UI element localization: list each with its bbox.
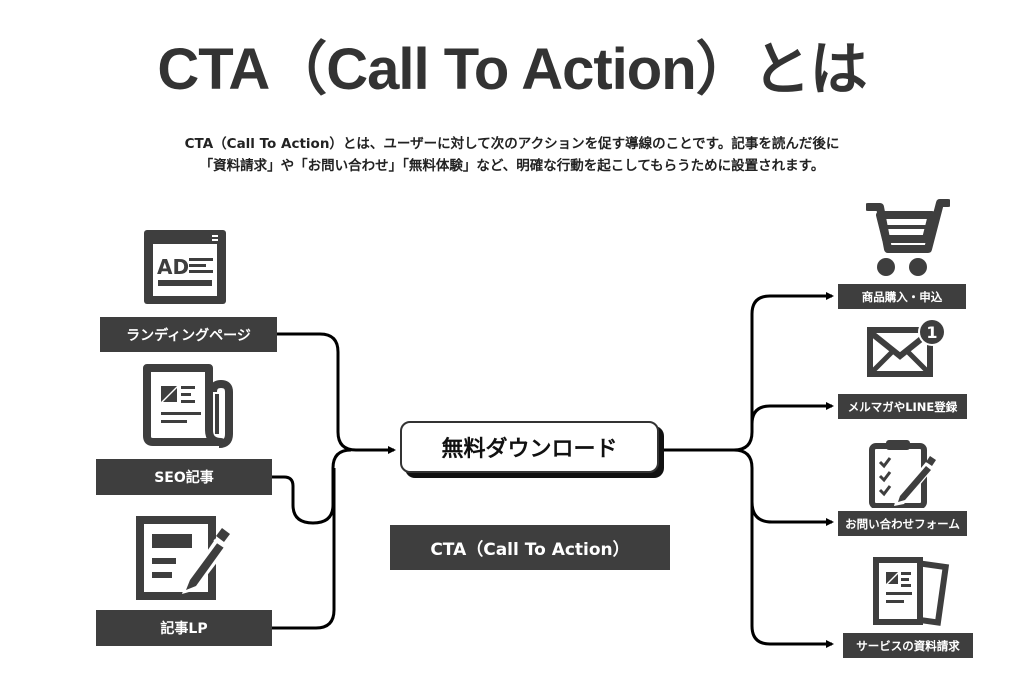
shopping-cart-icon [866, 199, 950, 276]
destination-label-document-request: サービスの資料請求 [843, 633, 973, 658]
connector-landing-page [277, 332, 396, 454]
destination-label-contact-form: お問い合わせフォーム [838, 511, 967, 536]
source-label-seo-article: SEO記事 [96, 459, 272, 495]
description-line-1: CTA（Call To Action）とは、ユーザーに対して次のアクションを促す… [184, 136, 840, 152]
connector-article-lp [272, 468, 336, 630]
connector-document-request [750, 468, 834, 648]
description: CTA（Call To Action）とは、ユーザーに対して次のアクションを促す… [0, 133, 1024, 177]
newspaper-icon [143, 364, 233, 448]
cta-free-download-node: 無料ダウンロード [400, 421, 659, 473]
connector-purchase [733, 292, 834, 452]
ad-window-icon: AD [144, 230, 226, 304]
source-label-landing-page: ランディングページ [100, 317, 277, 352]
mail-notification-icon: 1 [867, 318, 946, 377]
edit-document-icon [136, 516, 230, 600]
destination-label-purchase: 商品購入・申込 [838, 284, 966, 309]
connector-contact-form [733, 448, 834, 526]
connector-seo-article [272, 448, 352, 525]
mail-badge-count: 1 [926, 323, 937, 342]
destination-label-newsletter: メルマガやLINE登録 [838, 394, 967, 419]
cta-caption: CTA（Call To Action） [390, 525, 670, 570]
source-label-article-lp: 記事LP [96, 610, 272, 646]
description-line-2: 「資料請求」や「お問い合わせ」「無料体験」など、明確な行動を起こしてもらうために… [199, 158, 825, 174]
documents-icon [873, 557, 950, 626]
clipboard-checklist-icon [869, 440, 936, 508]
connector-newsletter [750, 402, 834, 432]
svg-text:AD: AD [157, 255, 189, 279]
page-title: CTA（Call To Action）とは [157, 37, 867, 102]
